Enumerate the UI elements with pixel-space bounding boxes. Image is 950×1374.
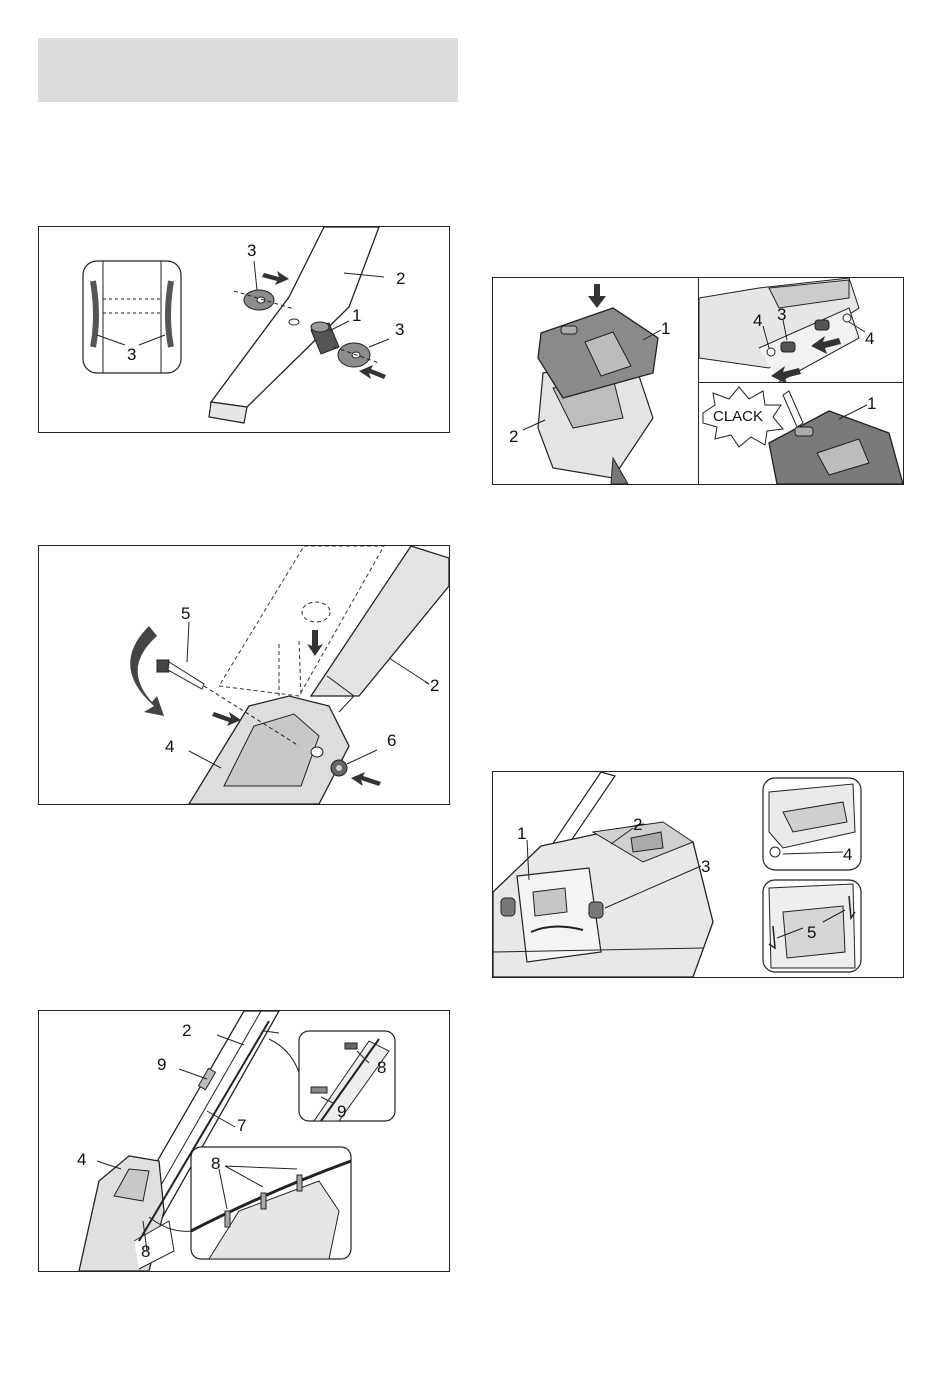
callout-9: 9 (157, 1055, 166, 1074)
mower-housing (79, 1156, 174, 1271)
callout-2: 2 (509, 427, 518, 446)
spacer-sleeve (311, 322, 339, 354)
panel-clack: CLACK 1 (699, 383, 903, 484)
callout-4-right: 4 (865, 329, 874, 348)
callout-1: 1 (352, 306, 361, 325)
arrow-left-icon (351, 772, 381, 786)
callout-2: 2 (633, 815, 642, 834)
clack-burst: CLACK (703, 387, 783, 447)
callout-3-top: 3 (247, 241, 256, 260)
hand-pressing-icon (783, 391, 803, 427)
nut (331, 760, 347, 776)
housing-bracket (189, 696, 349, 804)
figure-grassbox-mount: 1 2 3 4 5 (492, 771, 904, 978)
callout-2: 2 (430, 676, 439, 695)
callout-8-inset-top: 8 (377, 1058, 386, 1077)
figure-handle-spacer: 3 2 1 3 3 (38, 226, 450, 433)
callout-2: 2 (182, 1021, 191, 1040)
arrow-right-icon (212, 712, 241, 726)
figure-cable-routing: 2 9 7 4 8 8 9 8 (38, 1010, 450, 1272)
arrow-left-icon (359, 365, 386, 379)
panel-hinge-pins: 4 3 4 (699, 278, 903, 382)
arrow-right-icon (262, 271, 289, 285)
inset-hook-detail: 4 (763, 778, 861, 870)
callout-8-inset: 8 (211, 1154, 220, 1173)
inset-catch-detail: 5 (763, 880, 861, 972)
clack-text: CLACK (713, 408, 763, 425)
callout-5: 5 (807, 923, 816, 942)
callout-6: 6 (387, 731, 396, 750)
callout-4: 4 (843, 845, 852, 864)
callout-9-inset: 9 (337, 1102, 346, 1121)
grass-box-lid-closed (769, 411, 903, 484)
callout-5: 5 (181, 604, 190, 623)
arrow-down-icon (307, 630, 323, 656)
washer-right (334, 343, 379, 367)
callout-3: 3 (701, 857, 710, 876)
callout-1: 1 (661, 319, 670, 338)
callout-4: 4 (77, 1150, 86, 1169)
callout-8-bottom: 8 (141, 1242, 150, 1261)
callout-3-inset: 3 (127, 345, 136, 364)
arrow-down-icon (588, 284, 606, 308)
handle-tube (311, 546, 449, 712)
panel-lid-placement: 1 2 (493, 278, 698, 484)
callout-3-right: 3 (395, 320, 404, 339)
callout-4-left: 4 (753, 311, 762, 330)
callout-1: 1 (517, 824, 526, 843)
callout-3: 3 (777, 305, 786, 324)
figure-grassbox-lid: 1 2 4 3 4 CLACK (492, 277, 904, 485)
section-header-bar (38, 38, 458, 102)
figure-bolt-assembly: 5 2 4 6 (38, 545, 450, 805)
mower-with-grassbox (493, 772, 713, 977)
callout-7: 7 (237, 1116, 246, 1135)
callout-4: 4 (165, 737, 174, 756)
callout-1-clack: 1 (867, 394, 876, 413)
handle-tube (209, 227, 384, 423)
callout-2: 2 (396, 269, 405, 288)
